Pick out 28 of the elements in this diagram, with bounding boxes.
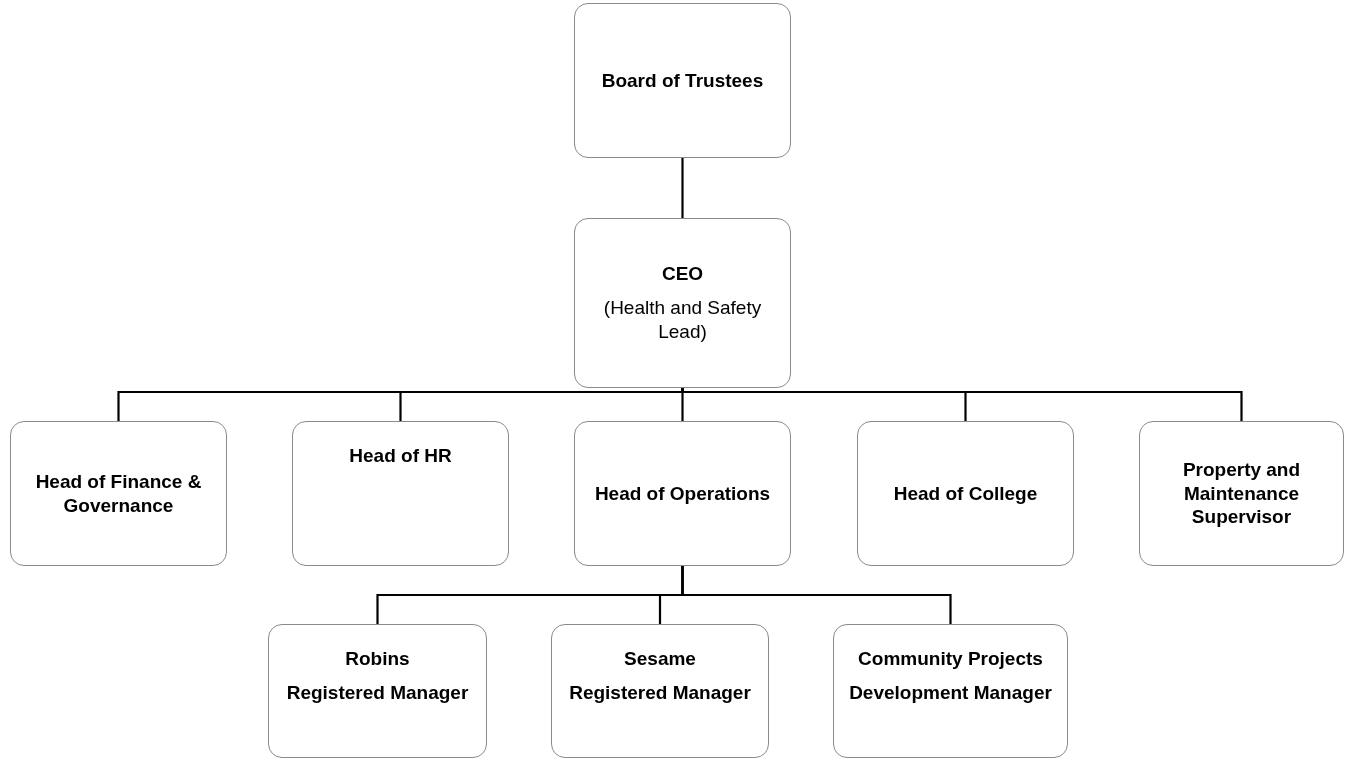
- role-text: Head of Operations: [594, 481, 771, 506]
- connector-line: [681, 158, 684, 218]
- connector-line: [399, 388, 684, 421]
- role-text: CEO: [661, 262, 704, 287]
- org-box: [1139, 421, 1344, 566]
- org-box: [268, 624, 487, 758]
- connector-line: [681, 566, 952, 624]
- role-text: Head of HR: [349, 444, 452, 468]
- role-text: Property and Maintenance Supervisor: [1181, 457, 1302, 530]
- org-box: [292, 421, 509, 566]
- role-text: Registered Manager: [286, 680, 469, 705]
- role-text: (Health and Safety Lead): [602, 296, 763, 344]
- org-box: [857, 421, 1074, 566]
- role-text: Robins: [345, 647, 410, 671]
- connector-line: [681, 387, 1243, 421]
- role-text: Head of Finance & Governance: [34, 469, 203, 518]
- role-text: Sesame: [624, 647, 696, 671]
- org-box: [833, 624, 1068, 758]
- role-text: Community Projects: [858, 647, 1043, 671]
- org-box: [574, 3, 791, 158]
- role-text: Board of Trustees: [601, 68, 764, 93]
- org-box: [551, 624, 769, 758]
- role-text: Head of College: [893, 481, 1038, 506]
- org-box: [574, 421, 791, 566]
- role-text: Registered Manager: [569, 680, 751, 705]
- org-box: [10, 421, 227, 566]
- org-box: [574, 218, 791, 388]
- role-text: Development Manager: [849, 680, 1052, 705]
